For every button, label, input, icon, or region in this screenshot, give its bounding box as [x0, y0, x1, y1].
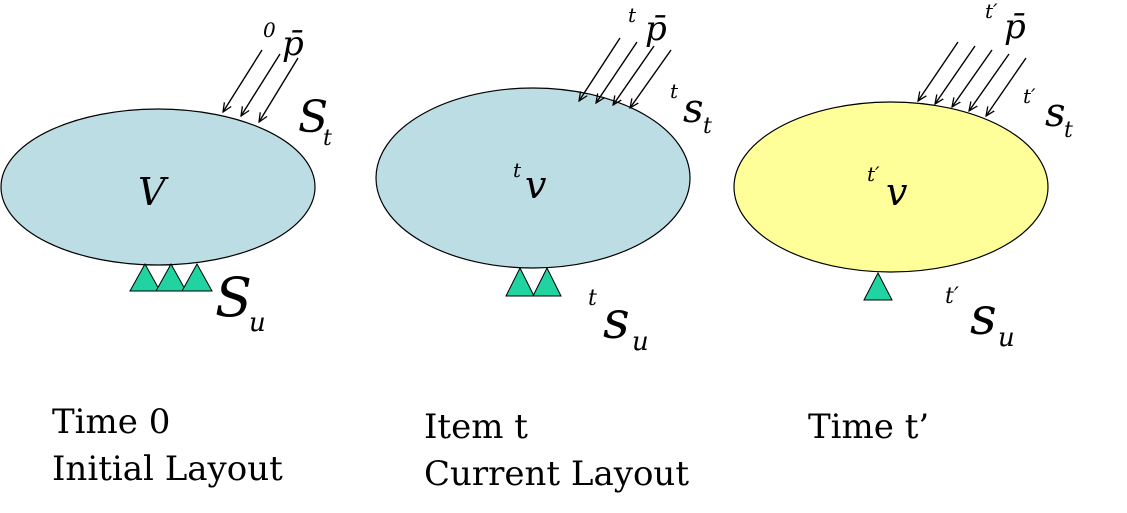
load-prefix-initial: 0	[263, 18, 276, 42]
supports-initial	[129, 262, 213, 292]
traction-sub-next: t	[1064, 118, 1073, 143]
load-arrows-next	[918, 41, 1027, 116]
body-label-next: v	[886, 170, 908, 214]
caption-initial-line1: Time 0	[52, 402, 170, 442]
body-next	[733, 101, 1049, 273]
load-prefix-next: t′	[985, 0, 998, 23]
load-symbol-current: p̄	[645, 9, 667, 49]
support-sub-initial: u	[249, 308, 266, 338]
traction-symbol-current: s	[683, 86, 704, 132]
support-sub-next: u	[998, 323, 1015, 353]
panel-initial: V 0 p̄ S t S u Time 0 Initial Layout	[0, 18, 332, 489]
caption-current-line1: Item t	[424, 407, 528, 447]
supports-current	[505, 266, 562, 297]
body-label-current: v	[525, 163, 547, 207]
support-symbol-initial: S	[215, 266, 252, 329]
load-symbol-next: p̄	[1004, 7, 1026, 47]
body-label-initial: V	[138, 170, 169, 214]
supports-next	[863, 271, 893, 301]
load-prefix-current: t	[628, 3, 637, 27]
load-symbol-initial: p̄	[282, 24, 304, 64]
support-prefix-next: t′	[945, 284, 959, 309]
support-symbol-current: s	[603, 291, 630, 351]
body-prefix-current: t	[513, 158, 522, 182]
support-sub-current: u	[632, 327, 649, 357]
load-arrows-current	[579, 37, 672, 108]
support-symbol-next: s	[970, 287, 997, 347]
body-current	[375, 87, 691, 269]
traction-symbol-next: s	[1045, 90, 1066, 136]
traction-sub-initial: t	[323, 126, 332, 151]
panel-next: t′ v t′ p̄ t′ s t t′ s u Time t’	[733, 0, 1073, 447]
traction-prefix-current: t	[670, 79, 679, 103]
traction-prefix-next: t′	[1023, 84, 1036, 108]
body-prefix-next: t′	[867, 162, 880, 186]
caption-next-line1: Time t’	[808, 407, 929, 447]
traction-sub-current: t	[703, 114, 712, 139]
load-arrows-initial	[223, 49, 299, 122]
support-prefix-current: t	[588, 286, 597, 311]
caption-current-line2: Current Layout	[424, 454, 689, 494]
traction-symbol-initial: S	[298, 92, 328, 143]
caption-initial-line2: Initial Layout	[52, 449, 283, 489]
panel-current: t v t p̄ t s t t s u Item t Current Layo…	[375, 3, 712, 494]
body-initial	[0, 108, 316, 266]
